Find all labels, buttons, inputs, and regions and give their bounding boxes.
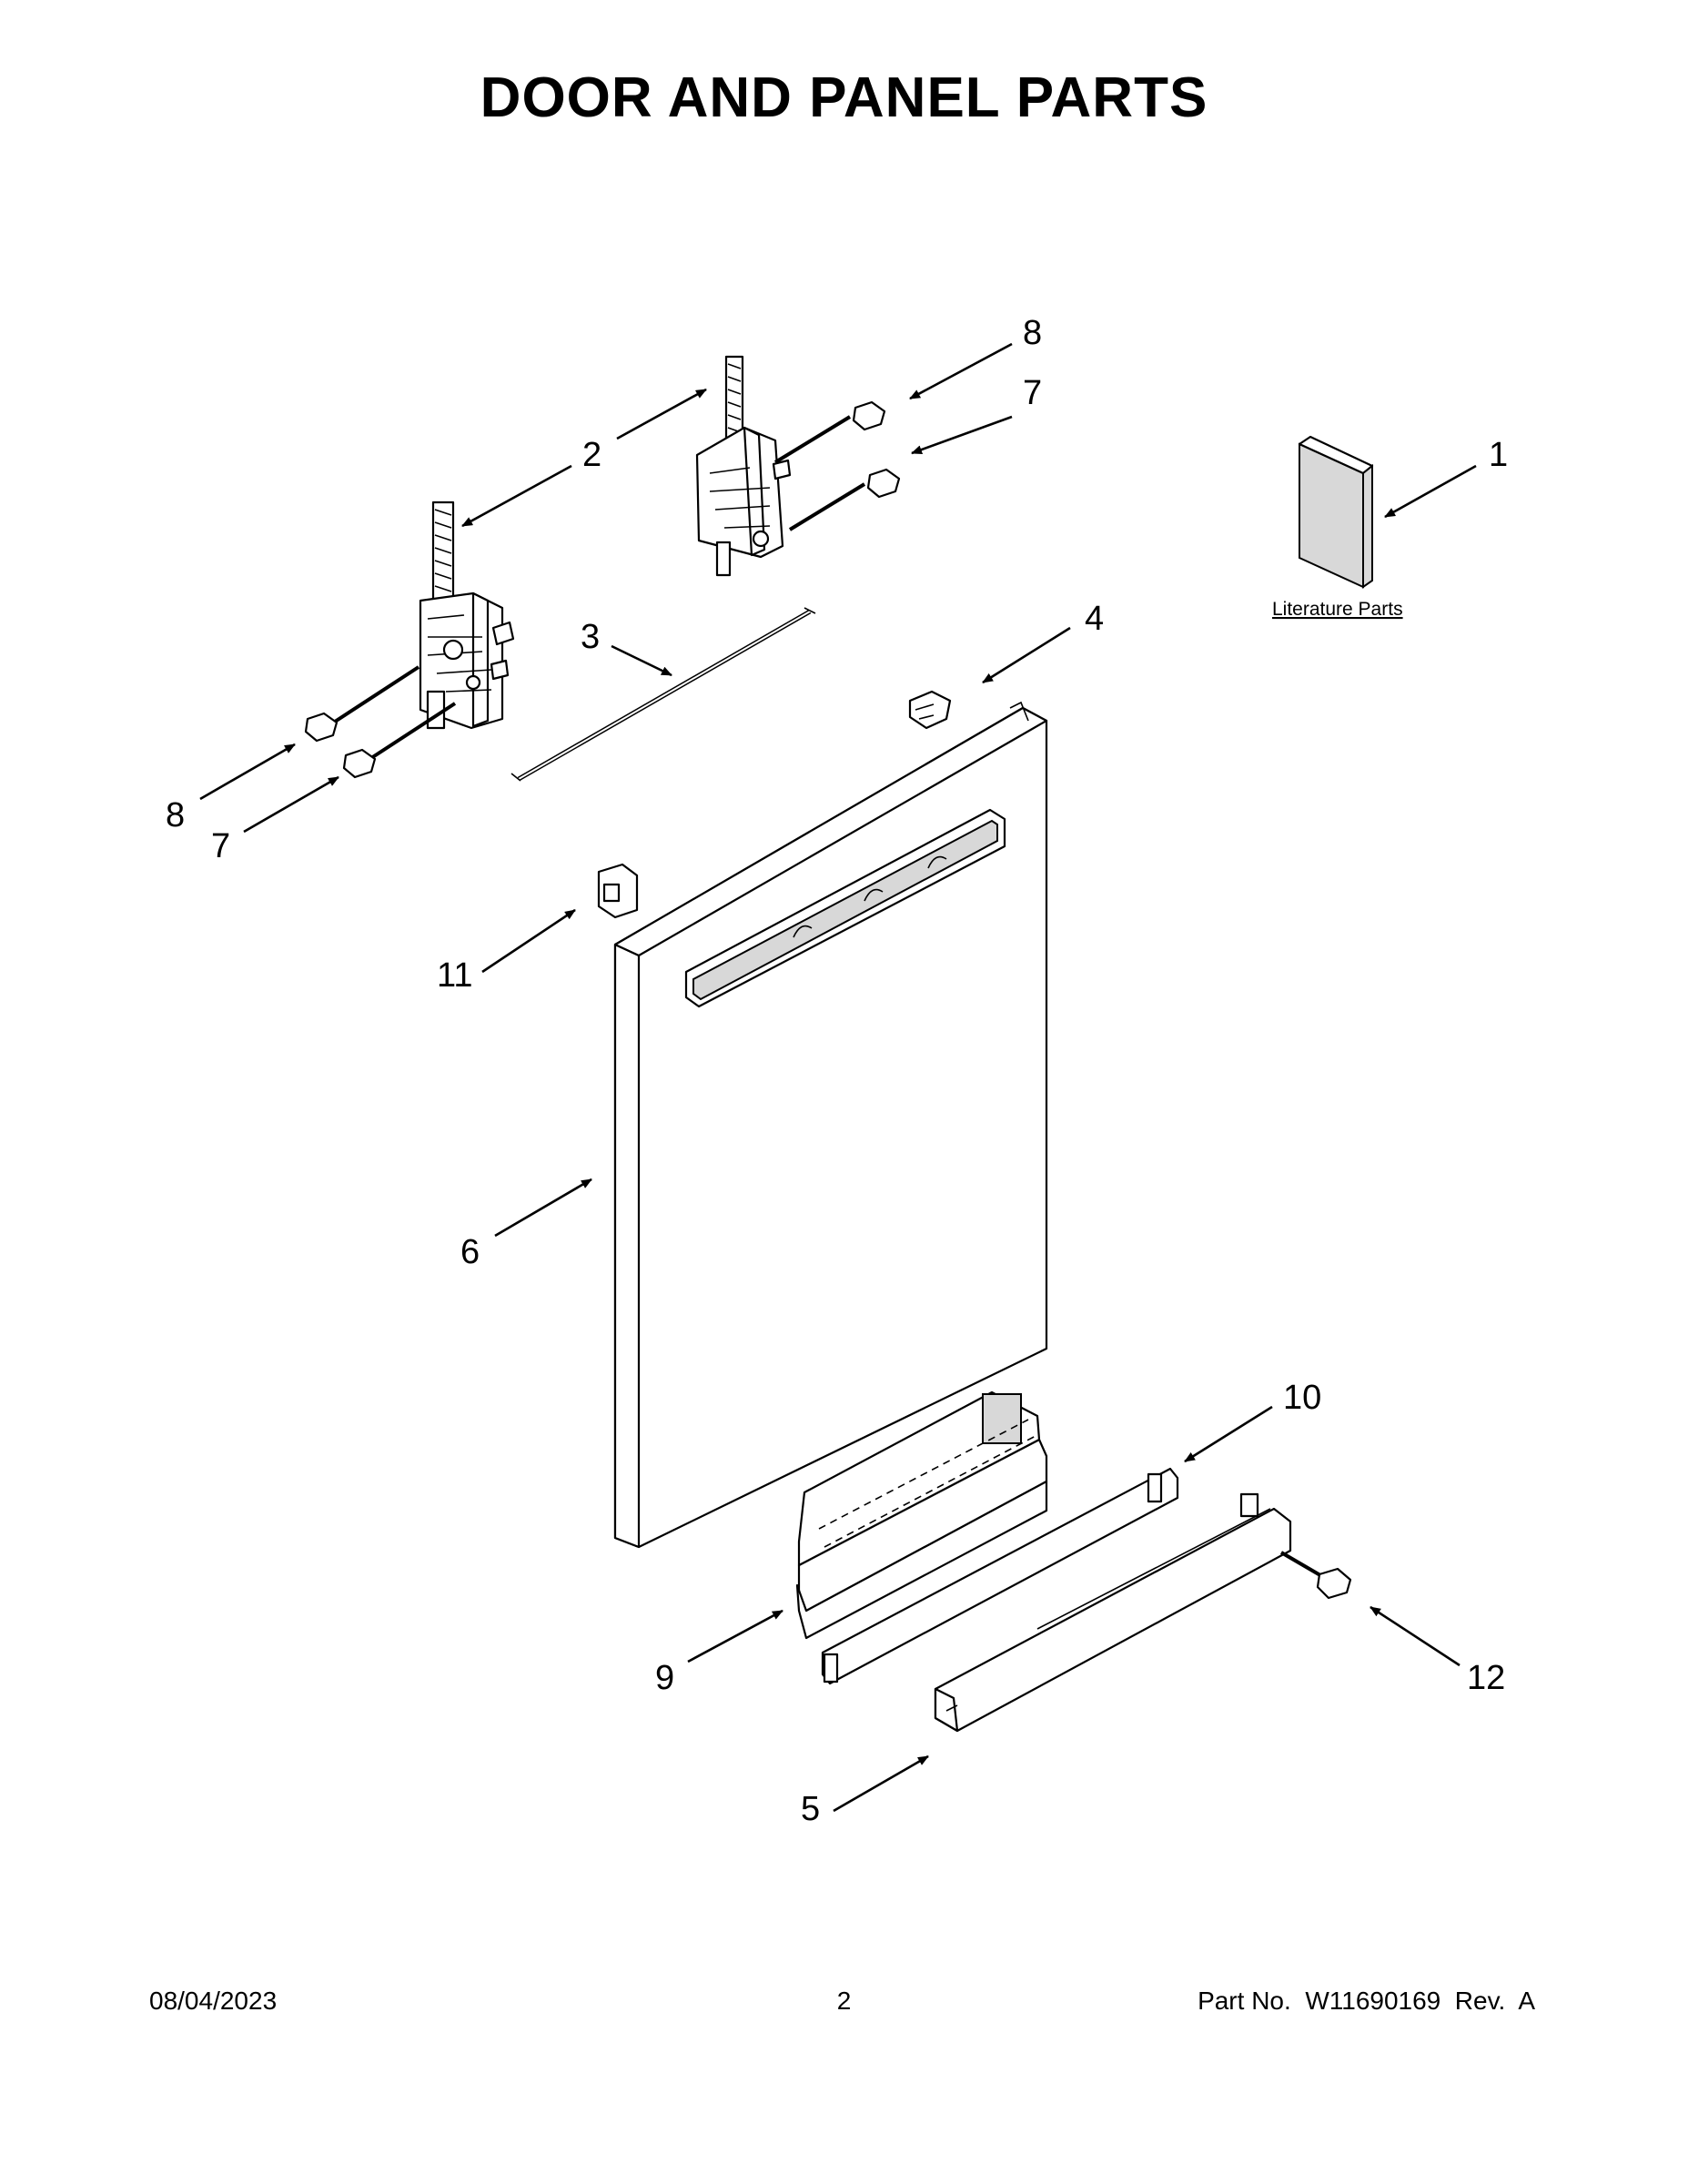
page-title: DOOR AND PANEL PARTS — [480, 66, 1208, 129]
callout-11: 11 — [437, 956, 472, 995]
callout-3: 3 — [581, 618, 600, 656]
left-hinge-screws — [304, 665, 457, 779]
callout-labels: 1 2 3 4 5 6 7 7 8 8 9 10 11 12 Literatur… — [166, 314, 1508, 1828]
literature-parts-label: Literature Parts — [1272, 599, 1403, 620]
callout-4: 4 — [1085, 600, 1104, 638]
callout-9: 9 — [655, 1659, 674, 1697]
footer-page-number: 2 — [836, 1987, 852, 2015]
callout-10: 10 — [1283, 1379, 1321, 1417]
right-hinge-assembly — [695, 355, 792, 577]
leader-arrows — [199, 342, 1477, 1813]
callout-8-left: 8 — [166, 796, 185, 834]
toe-kick-insulation — [795, 1390, 1048, 1640]
toe-kick-panel — [934, 1492, 1292, 1733]
callout-7-right: 7 — [1023, 374, 1042, 412]
toe-kick-strip — [821, 1467, 1179, 1685]
callout-5: 5 — [801, 1790, 820, 1828]
callout-8-right: 8 — [1023, 314, 1042, 352]
right-hinge-screws — [773, 400, 901, 531]
callout-2: 2 — [582, 436, 601, 474]
callout-12: 12 — [1467, 1659, 1505, 1697]
footer-date: 08/04/2023 — [149, 1987, 278, 2015]
left-hinge-assembly — [419, 500, 515, 730]
door-rod — [510, 607, 816, 782]
footer-part-number: Part No. W11690169 Rev. A — [1198, 1987, 1535, 2015]
callout-6: 6 — [460, 1233, 480, 1271]
callout-1: 1 — [1489, 436, 1508, 474]
outer-door-panel — [613, 701, 1048, 1549]
door-bracket-left — [597, 863, 639, 919]
door-clip-top — [908, 690, 952, 730]
toe-kick-screw — [1279, 1551, 1352, 1600]
literature-booklet — [1298, 435, 1374, 589]
callout-7-left: 7 — [211, 827, 230, 865]
